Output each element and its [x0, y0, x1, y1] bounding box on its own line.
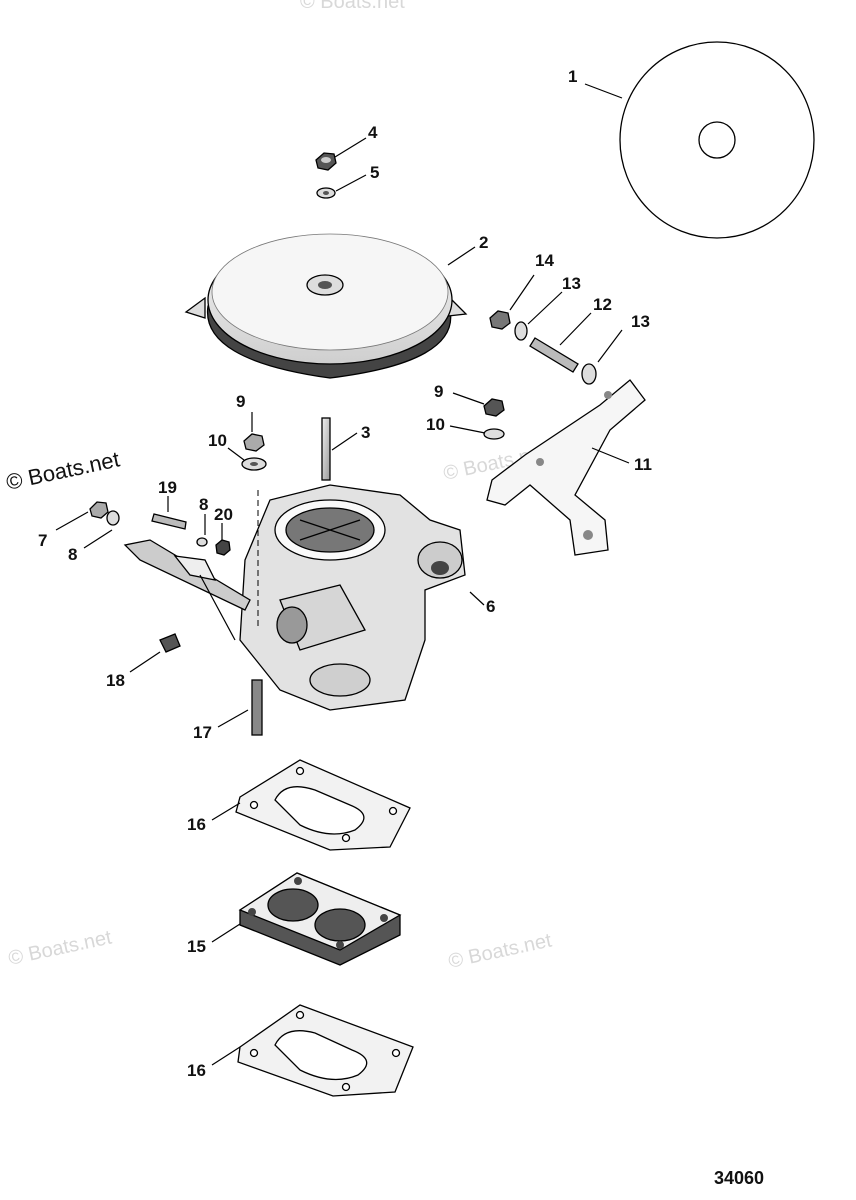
part-carburetor — [239, 484, 466, 711]
callout-17: 17 — [193, 723, 212, 742]
part-stud-19 — [151, 513, 187, 530]
part-gasket-lower — [237, 1004, 414, 1097]
callout-5: 5 — [370, 163, 379, 182]
callout-16a: 16 — [187, 815, 206, 834]
callout-15: 15 — [187, 937, 206, 956]
callout-labels: 1 2 3 4 5 6 7 8 8 9 9 10 10 11 12 13 13 … — [38, 67, 652, 1080]
callout-2: 2 — [479, 233, 488, 252]
part-bracket — [486, 379, 646, 556]
callout-1: 1 — [568, 67, 577, 86]
part-wingnut — [315, 152, 337, 171]
callout-7: 7 — [38, 531, 47, 550]
callout-6: 6 — [486, 597, 495, 616]
part-washer-8b — [196, 537, 208, 547]
callout-20: 20 — [214, 505, 233, 524]
part-air-filter-disc — [619, 41, 815, 239]
callout-14: 14 — [535, 251, 554, 270]
watermark-faint: © Boats.net — [446, 929, 554, 972]
callout-8b: 8 — [199, 495, 208, 514]
callout-9b: 9 — [434, 382, 443, 401]
callout-10a: 10 — [208, 431, 227, 450]
callout-19: 19 — [158, 478, 177, 497]
part-stud-12 — [529, 337, 579, 373]
callout-8a: 8 — [68, 545, 77, 564]
callout-16b: 16 — [187, 1061, 206, 1080]
part-washer-8a — [106, 510, 120, 526]
part-washer-13b — [581, 363, 597, 385]
part-washer-13a — [514, 321, 528, 341]
part-nut-left — [241, 433, 267, 471]
callout-3: 3 — [361, 423, 370, 442]
part-washer — [316, 187, 336, 199]
part-air-cleaner — [184, 233, 468, 379]
part-screw-18 — [159, 633, 181, 653]
part-nut-7 — [89, 501, 109, 519]
callout-11: 11 — [634, 455, 652, 474]
part-choke-linkage — [123, 539, 251, 641]
part-nut-14 — [489, 310, 511, 330]
watermark-faint: © Boats.net — [300, 0, 405, 13]
part-spacer — [238, 872, 402, 966]
watermark-primary: © Boats.net — [4, 446, 122, 494]
part-gasket-upper — [235, 759, 411, 851]
part-nut-right — [483, 398, 505, 440]
part-stud-17 — [251, 679, 263, 736]
leader-lines — [55, 83, 630, 1066]
callout-4: 4 — [368, 123, 378, 142]
part-stud — [321, 417, 331, 481]
callout-13b: 13 — [631, 312, 650, 331]
figure-number: 34060 — [714, 1168, 765, 1188]
callout-10b: 10 — [426, 415, 445, 434]
part-nut-20 — [215, 539, 231, 556]
callout-9a: 9 — [236, 392, 245, 411]
callout-13a: 13 — [562, 274, 581, 293]
watermark-faint: © Boats.net — [6, 926, 114, 969]
callout-12: 12 — [593, 295, 612, 314]
callout-18: 18 — [106, 671, 125, 690]
